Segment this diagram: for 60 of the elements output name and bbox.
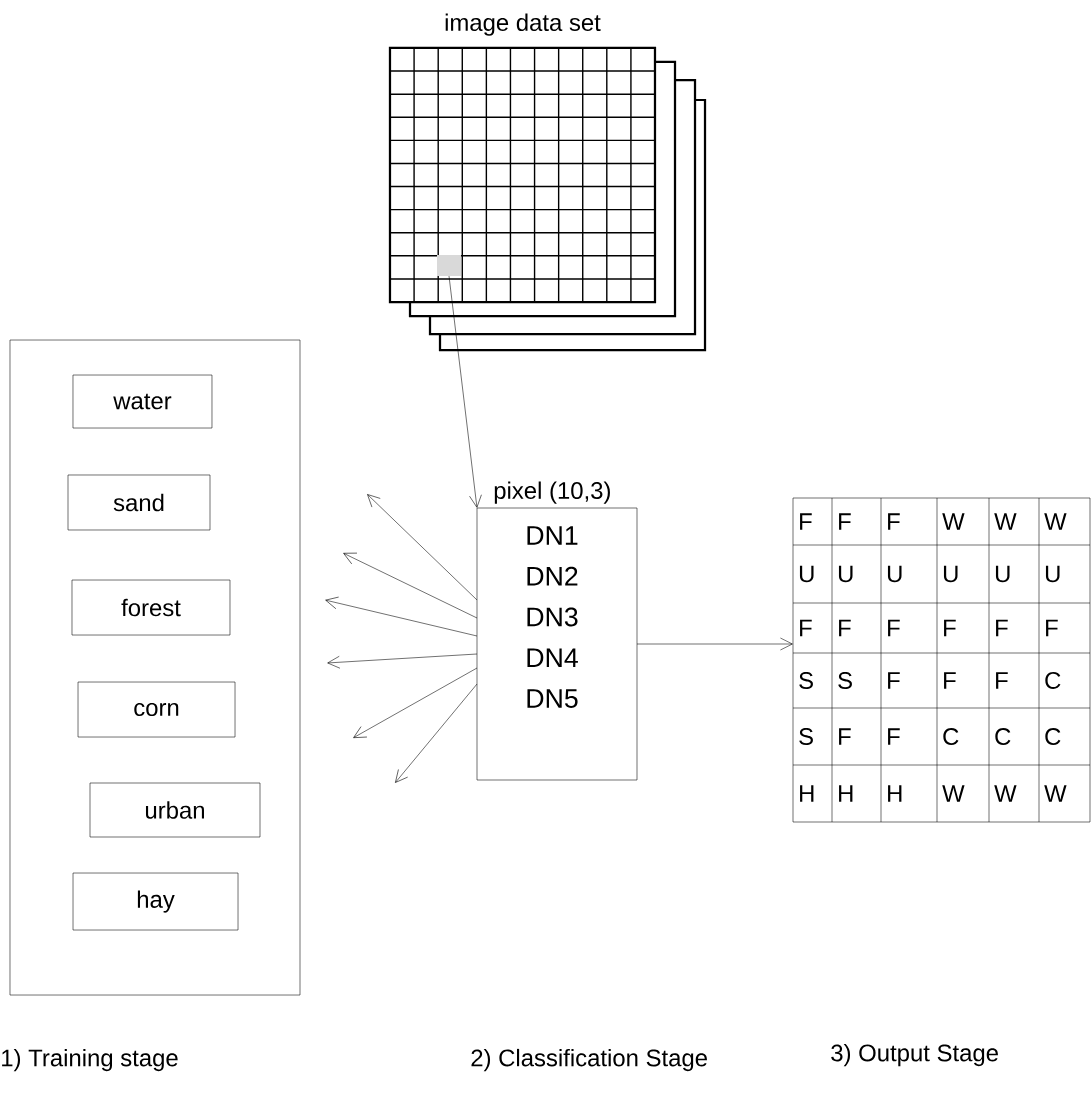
cell-letter: S <box>838 672 852 689</box>
cell-letter: U <box>943 565 958 583</box>
cell-letter: F <box>888 672 900 689</box>
cell-letter: F <box>888 728 900 745</box>
arrow <box>395 683 478 783</box>
node-label: image data set <box>445 13 601 36</box>
arrow <box>325 596 478 637</box>
cell-letter: U <box>887 565 902 583</box>
cell-letter: C <box>943 728 959 745</box>
cell-letter: F <box>839 513 851 530</box>
cell-letter: S <box>799 728 813 745</box>
arrow <box>327 653 478 669</box>
class-box: forest <box>71 579 231 636</box>
cell-letter: F <box>839 619 851 637</box>
arrow <box>367 494 478 601</box>
class-box: sand <box>67 474 211 531</box>
cell-letter: C <box>1045 728 1061 745</box>
cell-letter: F <box>996 672 1008 689</box>
cell-letter: W <box>1044 785 1067 802</box>
arrow <box>448 275 482 508</box>
cell-letter: W <box>942 513 965 530</box>
arrow <box>636 637 793 651</box>
node-label: pixel (10,3) <box>494 481 610 504</box>
arrow <box>353 667 478 738</box>
arrow <box>343 552 478 619</box>
stage-caption: 1) Training stage <box>2 1048 178 1072</box>
cell-letter: S <box>799 672 813 689</box>
cell-letter: F <box>888 619 900 637</box>
class-box: water <box>72 374 213 429</box>
cell-letter: F <box>944 672 956 689</box>
pixel-box: pixel (10,3) DN1 DN2 DN3 DN4 DN5 <box>476 481 638 781</box>
output-grid <box>792 497 1091 823</box>
cell-letter: H <box>800 785 814 802</box>
cell-letter: U <box>995 565 1010 583</box>
cell-letter: F <box>1046 619 1058 637</box>
cell-letter: W <box>994 785 1017 802</box>
cell-letter: F <box>888 513 900 530</box>
cell-letter: W <box>942 785 965 802</box>
cell-letter: W <box>1044 513 1067 530</box>
class-box: urban <box>89 782 261 838</box>
pixel-cell <box>437 255 461 276</box>
stage-caption: 3) Output Stage <box>831 1043 998 1067</box>
cell-letter: F <box>800 619 812 637</box>
cell-letter: F <box>839 728 851 745</box>
training-panel <box>9 339 301 996</box>
cell-letter: C <box>1045 672 1061 689</box>
cell-letter: U <box>838 565 853 583</box>
cell-letter: F <box>800 513 812 530</box>
cell-letter: W <box>994 513 1017 530</box>
image-stack-drawing: image data set <box>388 13 707 352</box>
class-box: hay <box>72 872 239 931</box>
cell-letter: F <box>996 619 1008 637</box>
cell-letter: C <box>995 728 1011 745</box>
class-box: corn <box>77 681 236 738</box>
cell-letter: F <box>944 619 956 637</box>
stage-caption: 2) Classification Stage <box>471 1048 707 1072</box>
cell-letter: H <box>888 785 902 802</box>
cell-letter: U <box>1045 565 1060 583</box>
cell-letter: H <box>839 785 853 802</box>
cell-letter: U <box>799 565 814 583</box>
